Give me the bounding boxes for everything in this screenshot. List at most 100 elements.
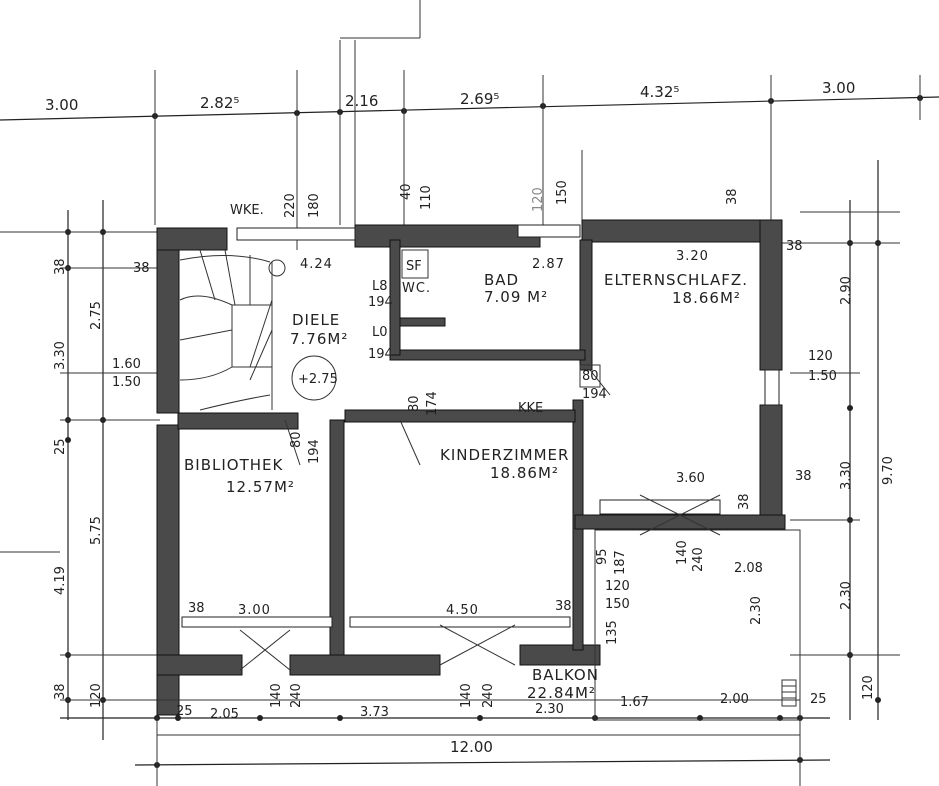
vdim-120: 120: [531, 187, 546, 212]
bdim-4: 3.73: [360, 705, 389, 720]
room-bib-width: 3.00: [238, 603, 271, 618]
top-dim-1: 2.82⁵: [200, 94, 239, 112]
door-r-1: 194: [368, 295, 393, 310]
label-level: +2.75: [298, 372, 338, 387]
rwin-0: 120: [808, 349, 833, 364]
door-r-10: 95: [595, 548, 610, 565]
label-38-kinder: 38: [555, 599, 572, 614]
label-360: 3.60: [676, 471, 705, 486]
room-eltern-name: ELTERNSCHLAFZ.: [604, 271, 748, 289]
room-bad-width: 2.87: [532, 257, 565, 272]
room-kinder-area: 18.86M²: [490, 464, 559, 482]
kke-box: [579, 364, 601, 388]
wall-bib-north: [177, 412, 299, 430]
bdim-0: 25: [176, 704, 193, 719]
door-r-9: 194: [582, 387, 607, 402]
door-r-6: 80: [289, 431, 304, 448]
wall-east-upper: [759, 219, 783, 371]
label-wke: WKE.: [230, 203, 264, 218]
ldim-3: 4.19: [53, 566, 68, 595]
label-38-eltern: 38: [737, 493, 752, 510]
ldim-0: 38: [53, 258, 68, 275]
ldim-in-0: 2.75: [89, 301, 104, 330]
room-eltern-area: 18.66M²: [672, 289, 741, 307]
bdim-10: 25: [810, 692, 827, 707]
wall-south-2: [289, 654, 441, 676]
wall-kinder-north: [344, 409, 576, 423]
rdim-0: 2.90: [839, 276, 854, 305]
rdim-total: 9.70: [881, 456, 896, 485]
room-wc-name: WC.: [402, 281, 431, 296]
wall-bad-eltern: [579, 239, 593, 371]
wall-west-upper: [156, 227, 180, 414]
ldim-in-1: 5.75: [89, 516, 104, 545]
door-r-5: 174: [425, 391, 440, 416]
bdim-1: 2.05: [210, 707, 239, 722]
vdim-40: 40: [399, 183, 414, 200]
ldim-1: 3.30: [53, 341, 68, 370]
lwin-1: 1.50: [112, 375, 141, 390]
vdim-220: 220: [283, 193, 298, 218]
staircase: [179, 249, 286, 411]
wall-south-3: [519, 644, 601, 666]
room-balkon-area: 22.84M²: [527, 684, 596, 702]
door-r-8: 80: [582, 369, 599, 384]
windows: [181, 224, 780, 628]
level-marker: [291, 355, 337, 401]
room-bad-name: BAD: [484, 271, 519, 289]
rdim-2: 2.30: [839, 581, 854, 610]
room-labels: DIELE 7.76M² 4.24 BAD 7.09 M² 2.87 WC. E…: [184, 249, 748, 702]
bottom-total: 12.00: [450, 738, 493, 756]
rdim-38a: 38: [786, 239, 803, 254]
top-dim-5: 3.00: [822, 79, 855, 97]
top-dim-3: 2.69⁵: [460, 90, 499, 108]
wall-west-lower: [156, 424, 180, 716]
wall-north-2: [354, 224, 541, 248]
right-dimension-labels: 2.90 3.30 2.30 120 9.70 120 1.50 38 38: [786, 239, 896, 700]
bdim-5: 140: [459, 683, 474, 708]
top-vertical-labels: 220 180 40 110 120 150 38: [283, 180, 740, 218]
top-dim-2: 2.16: [345, 92, 378, 110]
room-balkon-name: BALKON: [532, 666, 599, 684]
bottom-dimension-labels: 25 2.05 140 240 3.73 140 240 2.30 1.67 2…: [176, 683, 827, 722]
door-r-2: L0: [372, 325, 388, 340]
bdim-2: 140: [269, 683, 284, 708]
door-r-11: 187: [613, 550, 628, 575]
rwin-1: 1.50: [808, 369, 837, 384]
room-kinder-name: KINDERZIMMER: [440, 446, 569, 464]
ldim-in-2: 120: [89, 683, 104, 708]
room-diele-name: DIELE: [292, 311, 340, 329]
door-r-3: 194: [368, 347, 393, 362]
door-r-13: 240: [691, 547, 706, 572]
room-diele-width: 4.24: [300, 257, 333, 272]
wall-wc-south: [399, 317, 446, 327]
label-kke: KKE: [518, 401, 543, 416]
label-208: 2.08: [734, 561, 763, 576]
label-230: 2.30: [749, 596, 764, 625]
wall-north-3: [581, 219, 783, 243]
vdim-180: 180: [307, 193, 322, 218]
ldim-4: 38: [53, 683, 68, 700]
door-r-16: 135: [605, 620, 620, 645]
door-r-14: 120: [605, 579, 630, 594]
wall-bad-south: [389, 349, 586, 361]
ldim-38a: 38: [133, 261, 150, 276]
ldim-2: 25: [53, 438, 68, 455]
wall-east-lower: [759, 404, 783, 526]
rdim-38b: 38: [795, 469, 812, 484]
top-dimension-labels: 3.00 2.82⁵ 2.16 2.69⁵ 4.32⁵ 3.00: [45, 79, 855, 114]
door-r-4: 80: [407, 395, 422, 412]
bdim-8: 1.67: [620, 695, 649, 710]
wall-wc-west: [389, 239, 401, 356]
door-r-15: 150: [605, 597, 630, 612]
room-bad-area: 7.09 M²: [484, 288, 548, 306]
top-dim-0: 3.00: [45, 96, 78, 114]
vdim-38: 38: [725, 188, 740, 205]
wall-south-1: [156, 654, 243, 676]
label-38-bib: 38: [188, 601, 205, 616]
door-r-12: 140: [675, 540, 690, 565]
bdim-9: 2.00: [720, 692, 749, 707]
vdim-110: 110: [419, 185, 434, 210]
